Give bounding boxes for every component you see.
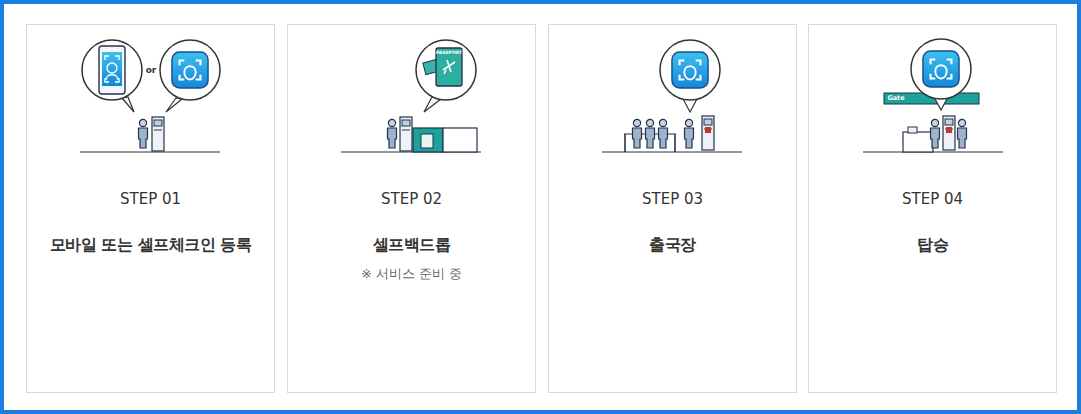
step-title: 모바일 또는 셀프체크인 등록 — [35, 235, 266, 256]
step-number: STEP 02 — [296, 190, 527, 208]
step-title: 셀프백드롭 — [296, 235, 527, 256]
icon-label: PASSPORT — [436, 51, 462, 56]
step-card: STEP 04 탑승 — [808, 24, 1057, 393]
step-number: STEP 01 — [35, 190, 266, 208]
icon-label: or — [146, 66, 157, 75]
step-number: STEP 03 — [557, 190, 788, 208]
step-title: 탑승 — [817, 235, 1048, 256]
step-card: STEP 03 출국장 — [548, 24, 797, 393]
step-title: 출국장 — [557, 235, 788, 256]
service-note: ※ 서비스 준비 중 — [296, 266, 527, 283]
step-card: STEP 01 모바일 또는 셀프체크인 등록 — [26, 24, 275, 393]
step-card: STEP 02 셀프백드롭 ※ 서비스 준비 중 — [287, 24, 536, 393]
icon-label: Gate — [887, 95, 904, 102]
step-number: STEP 04 — [817, 190, 1048, 208]
